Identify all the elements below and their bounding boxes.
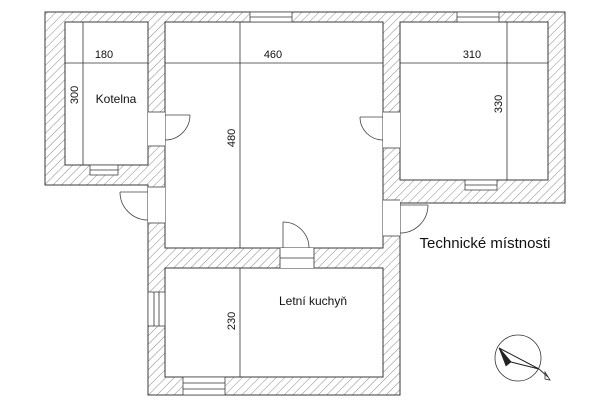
north-arrow-icon (494, 334, 551, 382)
walls (44, 11, 566, 396)
dim-main-width: 460 (264, 49, 282, 61)
doors (119, 111, 429, 268)
room-label-letni-kuchyn: Letní kuchyň (279, 294, 347, 308)
dim-kitchen-height: 230 (226, 312, 238, 330)
dim-right-height: 330 (493, 95, 505, 113)
dim-kotelna-width: 180 (95, 49, 113, 61)
windows (89, 11, 500, 396)
dim-main-height: 480 (226, 129, 238, 147)
dim-right-width: 310 (463, 49, 481, 61)
dim-kotelna-height: 300 (69, 86, 81, 104)
dimension-lines (65, 22, 548, 377)
room-label-kotelna: Kotelna (96, 92, 137, 106)
plan-title: Technické místnosti (420, 235, 551, 252)
